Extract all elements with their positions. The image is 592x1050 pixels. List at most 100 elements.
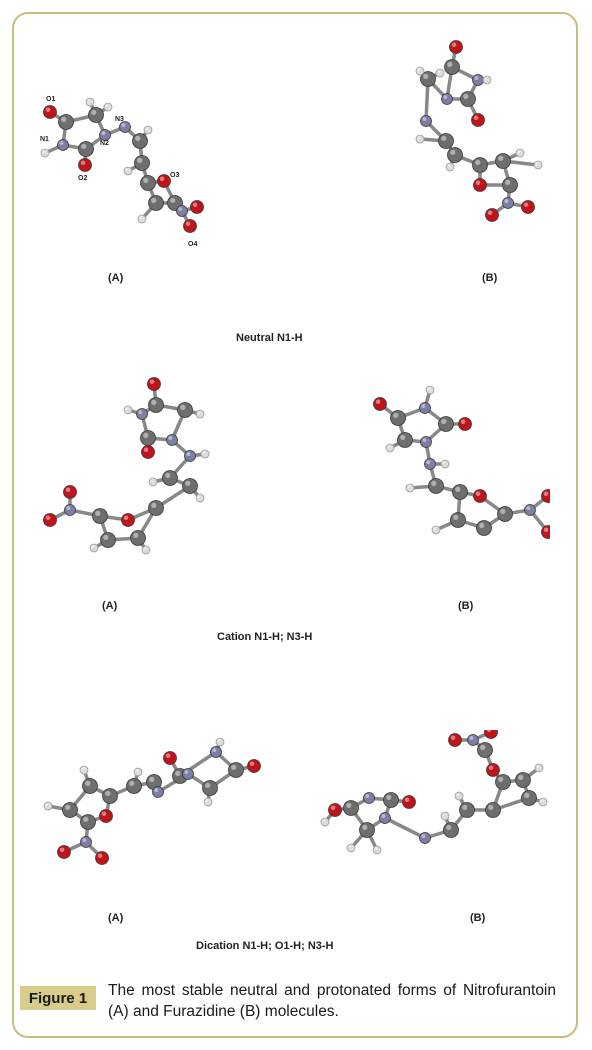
atom-highlight	[186, 452, 191, 456]
hydrogen-atom	[203, 797, 213, 807]
atom-highlight	[42, 150, 46, 153]
atom-highlight	[365, 794, 370, 798]
atom-highlight	[143, 447, 149, 452]
atom-highlight	[151, 502, 157, 508]
atom-highlight	[422, 117, 427, 121]
hydrogen-atom	[405, 483, 415, 493]
hydrogen-atom	[85, 97, 95, 107]
atom-highlight	[123, 515, 129, 520]
carbon-atom	[62, 802, 78, 818]
oxygen-atom	[157, 174, 171, 188]
carbon-atom	[420, 71, 436, 87]
atom-highlight	[197, 495, 201, 498]
hydrogen-atom	[195, 493, 205, 503]
atom-highlight	[407, 485, 411, 488]
oxygen-atom	[484, 730, 498, 739]
carbon-atom	[140, 175, 156, 191]
oxygen-atom	[473, 178, 487, 192]
nitrogen-atom	[210, 746, 222, 758]
atom-highlight	[205, 799, 209, 802]
carbon-atom	[515, 772, 531, 788]
hydrogen-atom	[133, 767, 143, 777]
atom-label: O2	[78, 175, 87, 182]
atom-highlight	[125, 407, 129, 410]
nitrogen-atom	[441, 93, 453, 105]
oxygen-atom	[458, 417, 472, 431]
carbon-atom	[134, 155, 150, 171]
atom-highlight	[526, 506, 531, 510]
atom-highlight	[475, 491, 481, 496]
oxygen-atom	[95, 851, 109, 865]
carbon-atom	[92, 508, 108, 524]
carbon-atom	[477, 742, 493, 758]
atom-highlight	[437, 70, 441, 73]
oxygen-atom	[486, 763, 500, 777]
atom-highlight	[101, 131, 106, 135]
atom-highlight	[536, 765, 540, 768]
atom-highlight	[81, 143, 87, 149]
hydrogen-atom	[425, 385, 435, 395]
section-title-cation: Cation N1-H; N3-H	[217, 631, 313, 643]
atom-highlight	[400, 434, 406, 440]
section-title-dication: Dication N1-H; O1-H; N3-H	[196, 940, 334, 952]
atom-highlight	[151, 399, 157, 405]
oxygen-atom	[448, 733, 462, 747]
atom-highlight	[517, 150, 521, 153]
atom-highlight	[381, 814, 386, 818]
atom-highlight	[129, 780, 135, 786]
panel-label-cation-a: (A)	[102, 600, 118, 612]
atom-highlight	[59, 847, 65, 852]
atom-highlight	[150, 479, 154, 482]
panel-label-dication-b: (B)	[470, 912, 486, 924]
atom-highlight	[135, 769, 139, 772]
atom-highlight	[417, 68, 421, 71]
atom-highlight	[498, 155, 504, 161]
atom-highlight	[441, 135, 447, 141]
nitrogen-atom	[502, 197, 514, 209]
hydrogen-atom	[415, 66, 425, 76]
atom-highlight	[165, 753, 171, 758]
carbon-atom	[100, 532, 116, 548]
atom-highlight	[488, 765, 494, 770]
atom-highlight	[139, 216, 143, 220]
nitrogen-atom	[119, 121, 131, 133]
hydrogen-atom	[454, 791, 464, 801]
atom-highlight	[178, 207, 183, 211]
atom-highlight	[362, 824, 368, 830]
nitrogen-atom	[152, 786, 164, 798]
hydrogen-atom	[372, 845, 382, 855]
atom-highlight	[346, 802, 352, 808]
hydrogen-atom	[445, 162, 455, 172]
atom-highlight	[374, 847, 378, 850]
carbon-atom	[343, 800, 359, 816]
atom-highlight	[185, 480, 191, 486]
hydrogen-atom	[200, 449, 210, 459]
atom-highlight	[447, 164, 451, 168]
oxygen-atom	[121, 513, 135, 527]
atom-highlight	[170, 197, 176, 203]
atom-highlight	[450, 735, 456, 740]
panel-label-neutral-a: (A)	[108, 272, 124, 284]
oxygen-atom	[541, 525, 550, 539]
atom-highlight	[83, 816, 89, 822]
molecule-cation-b	[373, 385, 550, 539]
carbon-atom	[78, 141, 94, 157]
atom-highlight	[543, 491, 549, 496]
atom-highlight	[121, 123, 126, 127]
atom-highlight	[487, 210, 493, 216]
carbon-atom	[148, 397, 164, 413]
atom-highlight	[103, 534, 109, 540]
hydrogen-atom	[89, 543, 99, 553]
atom-highlight	[65, 804, 71, 810]
oxygen-atom	[183, 219, 197, 233]
atom-highlight	[322, 819, 326, 822]
molecule-dication-b	[320, 730, 548, 855]
oxygen-atom	[521, 200, 535, 214]
nitrogen-atom	[136, 408, 148, 420]
atom-highlight	[460, 419, 466, 424]
atom-highlight	[474, 76, 479, 80]
atom-highlight	[387, 445, 391, 448]
caption-text: The most stable neutral and protonated f…	[108, 982, 556, 1020]
hydrogen-atom	[440, 811, 450, 821]
hydrogen-atom	[143, 125, 153, 135]
